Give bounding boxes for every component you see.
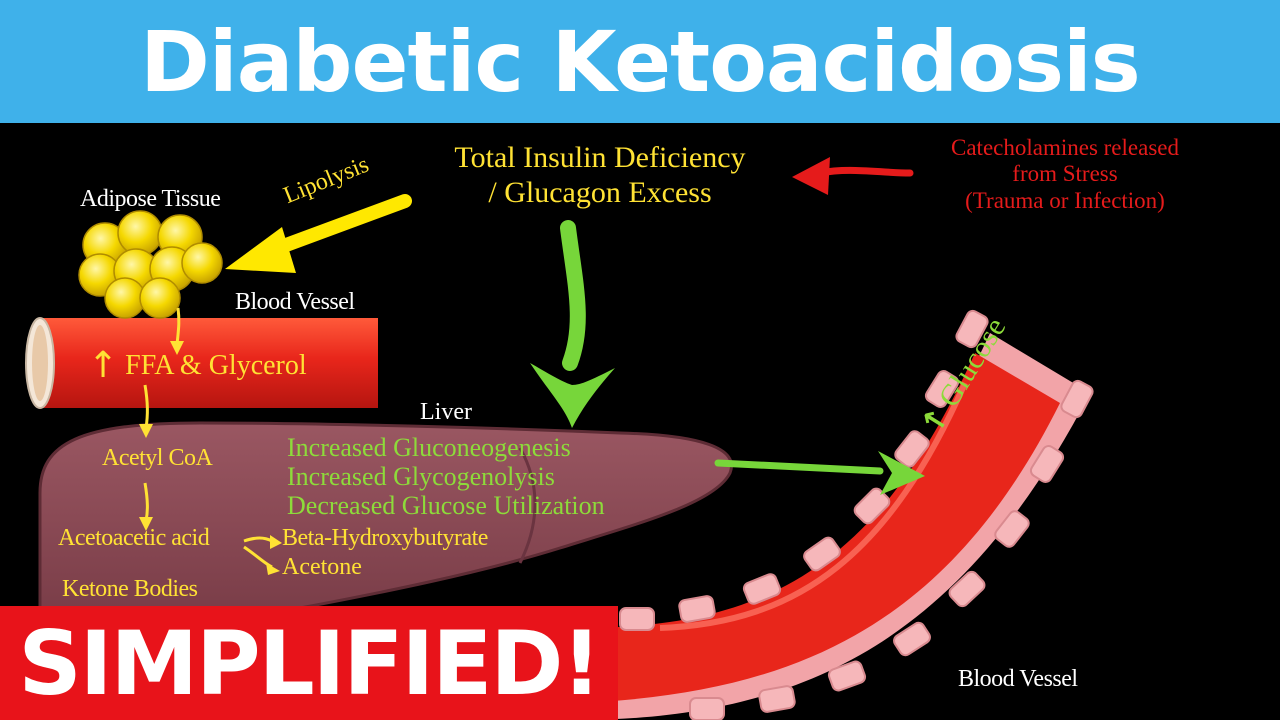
curved-blood-vessel xyxy=(560,309,1094,720)
liver-label: Liver xyxy=(420,399,472,425)
blood-vessel-bottom-label: Blood Vessel xyxy=(958,666,1078,692)
small-blood-vessel xyxy=(25,317,378,409)
stress-line-1: Catecholamines released xyxy=(951,135,1179,160)
ffa-up-arrow-icon: ↑ xyxy=(88,345,119,386)
green-arrow-glucose xyxy=(714,451,925,495)
acetone-label: Acetone xyxy=(282,554,362,580)
ffa-text: FFA & Glycerol xyxy=(125,350,307,381)
source-label: Total Insulin Deficiency / Glucagon Exce… xyxy=(415,141,785,210)
liver-shape xyxy=(38,421,733,615)
ffa-label: ↑ FFA & Glycerol xyxy=(88,345,307,386)
source-line-2: / Glucagon Excess xyxy=(488,175,712,209)
beta-hydroxy-label: Beta-Hydroxybutyrate xyxy=(282,525,488,551)
green-arrow-down xyxy=(530,220,615,428)
stress-label: Catecholamines released from Stress (Tra… xyxy=(900,135,1230,214)
banner-text: SIMPLIFIED! xyxy=(18,611,601,715)
page-title: Diabetic Ketoacidosis xyxy=(140,12,1141,111)
diagram-illustration xyxy=(25,157,1094,720)
adipose-label: Adipose Tissue xyxy=(80,186,221,212)
liver-effect-3: Decreased Glucose Utilization xyxy=(287,491,605,520)
acetyl-coa-label: Acetyl CoA xyxy=(102,445,213,471)
lipolysis-arrow xyxy=(225,194,412,273)
catecholamine-arrow xyxy=(792,157,914,195)
liver-effect-2: Increased Glycogenolysis xyxy=(287,462,555,491)
liver-effect-1: Increased Gluconeogenesis xyxy=(287,433,571,462)
acetoacetic-label: Acetoacetic acid xyxy=(58,525,210,551)
stress-line-2: from Stress xyxy=(1012,161,1118,187)
small-yellow-arrows xyxy=(139,307,282,575)
liver-effects: Increased Gluconeogenesis Increased Glyc… xyxy=(287,433,605,520)
adipose-cells xyxy=(78,210,223,319)
blood-vessel-top-label: Blood Vessel xyxy=(235,289,355,315)
source-line-1: Total Insulin Deficiency xyxy=(454,141,746,174)
ketone-bodies-label: Ketone Bodies xyxy=(62,576,198,602)
diagram-stage: Total Insulin Deficiency / Glucagon Exce… xyxy=(0,123,1280,720)
stress-line-3: (Trauma or Infection) xyxy=(965,187,1165,213)
title-bar: Diabetic Ketoacidosis xyxy=(0,0,1280,123)
simplified-banner: SIMPLIFIED! xyxy=(0,606,618,720)
